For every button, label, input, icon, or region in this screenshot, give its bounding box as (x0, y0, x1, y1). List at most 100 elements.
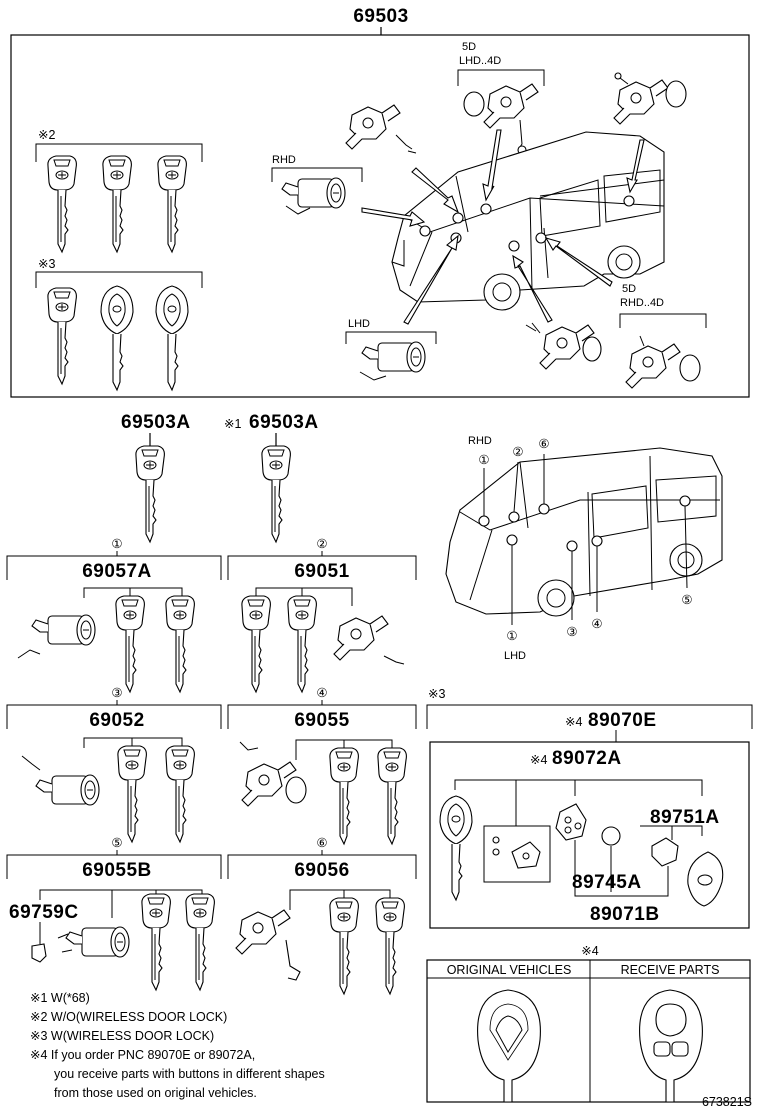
footnote-1: ※1 W(*68) (30, 991, 90, 1005)
arrow-rhd (361, 207, 426, 227)
set-6-part-number: 69056 (294, 860, 349, 881)
van-marker-3: ③ (566, 625, 577, 639)
arrow-lhd (403, 234, 459, 325)
footnote-4-cont-1: you receive parts with buttons in differ… (54, 1067, 325, 1081)
footnote-2: ※2 W/O(WIRELESS DOOR LOCK) (30, 1010, 227, 1024)
transmitter-assembly-prefix: ※4 (565, 715, 582, 729)
footnote-3: ※3 W(WIRELESS DOOR LOCK) (30, 1029, 214, 1043)
key-69503a-left (135, 445, 165, 543)
key-no-wireless-3 (157, 155, 187, 253)
transmitter-battery-number: 89745A (572, 872, 642, 893)
key-69503a-right (261, 445, 291, 543)
key-part-number-right: 69503A (249, 412, 319, 433)
arrow-rear (626, 139, 645, 194)
footnote-4: ※4 If you order PNC 89070E or 89072A, (30, 1048, 255, 1062)
bracket-lhd-top (345, 331, 437, 344)
key-part-prefix-right: ※1 (224, 417, 241, 431)
transmitter-button-cover (555, 803, 587, 841)
bracket-rhd-slide (619, 313, 707, 328)
battery (601, 826, 621, 846)
transmitter-key-wireless-1 (100, 285, 134, 391)
group-bracket-wireless (35, 271, 203, 288)
van-label-rhd: RHD (468, 435, 492, 447)
set-5-extra-part-number: 69759C (9, 902, 79, 923)
set-3-marker: ③ (111, 686, 122, 700)
lock-cylinder-rhd (281, 177, 346, 209)
set-6-marker: ⑥ (316, 836, 327, 850)
key-no-wireless-1 (47, 155, 77, 253)
group-note-no-wireless: ※2 (38, 128, 55, 142)
label-rhd-slide-line2: RHD..4D (620, 297, 664, 309)
transmitter-case-number: 89071B (590, 904, 660, 925)
arrow-lhd-slide (482, 129, 502, 202)
van-marker-1-lhd: ① (506, 629, 517, 643)
set-4-marker: ④ (316, 686, 327, 700)
transmitter-sub-prefix: ※4 (530, 753, 547, 767)
transmitter-sub-number: 89072A (552, 748, 622, 769)
label-lhd-top: LHD (348, 318, 370, 330)
transmitter-assembly-number: 89070E (588, 710, 657, 731)
bracket-rhd-top (271, 167, 363, 182)
comparison-table (426, 959, 751, 1103)
key-part-number-left: 69503A (121, 412, 191, 433)
van-marker-1-rhd: ① (478, 453, 489, 467)
lock-slide-door-lhd (463, 83, 539, 155)
transmitter-internals (492, 836, 541, 869)
key-no-wireless-2 (102, 155, 132, 253)
set-3: ③ 69052 (6, 686, 222, 843)
set-6: ⑥ 69056 (227, 836, 417, 995)
van-marker-6: ⑥ (538, 437, 549, 451)
lock-slide-door-rhd (625, 335, 701, 389)
key-wireless-1 (47, 287, 77, 385)
set-2-marker: ② (316, 537, 327, 551)
set-5: ⑤ 69055B 69759C (6, 836, 222, 991)
transmitter-group-bracket (426, 704, 753, 729)
arrow-rhd-slide (544, 237, 613, 287)
arrow-slide-lower (512, 254, 553, 323)
main-part-number: 69503 (353, 6, 408, 27)
transmitter-key-wireless-2 (155, 285, 189, 391)
receive-key-head (639, 989, 703, 1103)
van-marker-2: ② (512, 445, 523, 459)
van-marker-4: ④ (591, 617, 602, 631)
van-label-lhd: LHD (504, 650, 526, 662)
bracket-lhd-slide (457, 69, 545, 86)
set-3-part-number: 69052 (89, 710, 144, 731)
set-2: ② 69051 (227, 537, 417, 693)
label-rhd-top: RHD (272, 154, 296, 166)
original-key-head (477, 989, 541, 1103)
set-1: ① 69057A (6, 537, 222, 693)
group-note-wireless: ※3 (38, 257, 55, 271)
label-lhd-slide-line2: LHD..4D (459, 55, 501, 67)
top-assembly-box (10, 34, 750, 398)
figure-id: 673821S (702, 1095, 752, 1109)
comparison-original-label: ORIGINAL VEHICLES (447, 963, 572, 977)
set-2-part-number: 69051 (294, 561, 349, 582)
footnote-4-cont-2: from those used on original vehicles. (54, 1086, 257, 1100)
van-locator-drawing (445, 447, 723, 625)
set-4-part-number: 69055 (294, 710, 349, 731)
group-bracket-no-wireless (35, 143, 203, 162)
transmitter-key (439, 795, 473, 901)
transmitter-internals-box (483, 825, 551, 883)
transmitter-group-note: ※3 (428, 687, 445, 701)
label-lhd-slide-line1: 5D (462, 41, 476, 53)
transmitter-case (687, 851, 724, 907)
lock-rear-door-top (613, 72, 687, 125)
van-marker-5: ⑤ (681, 593, 692, 607)
transmitter-box (429, 741, 750, 929)
rubber-pad (651, 837, 679, 867)
comparison-note: ※4 (581, 944, 598, 958)
set-5-marker: ⑤ (111, 836, 122, 850)
set-1-part-number: 69057A (82, 561, 152, 582)
set-1-marker: ① (111, 537, 122, 551)
label-rhd-slide-line1: 5D (622, 283, 636, 295)
comparison-receive-label: RECEIVE PARTS (621, 963, 720, 977)
set-5-part-number: 69055B (82, 860, 152, 881)
arrow-top-center (411, 167, 460, 214)
set-4: ④ 69055 (227, 686, 417, 845)
lock-cylinder-lhd (361, 341, 426, 373)
lock-cylinder-top-center (345, 104, 417, 154)
lock-slide-door-center (525, 322, 602, 370)
